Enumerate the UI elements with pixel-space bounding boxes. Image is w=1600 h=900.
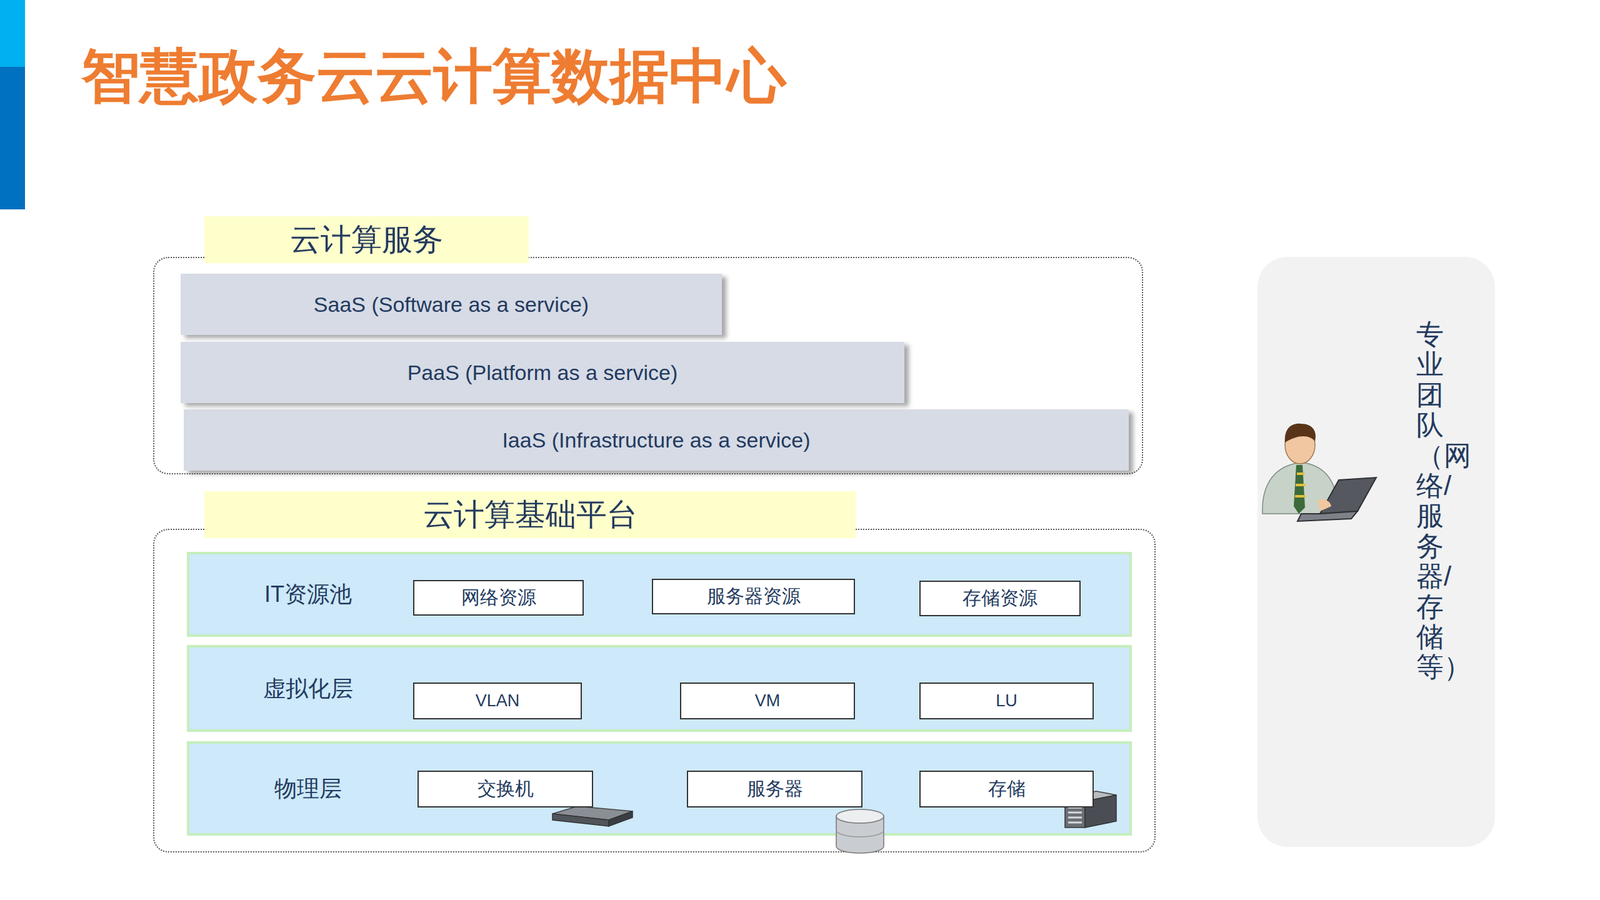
resource-label: 网络资源 (461, 585, 537, 611)
resource-box: LU (919, 682, 1094, 720)
group-frame: 云计算服务SaaS (Software as a service)PaaS (P… (153, 256, 1144, 475)
service-label: IaaS (Infrastructure as a service) (501, 428, 810, 453)
resource-label: VM (755, 691, 781, 711)
resource-box: 服务器 (686, 770, 863, 808)
service-label: PaaS (Platform as a service) (407, 360, 679, 385)
accent-bar (0, 0, 25, 67)
heading-band: 云计算基础平台 (204, 491, 856, 539)
layer-label: 物理层 (214, 773, 402, 804)
resource-box: 交换机 (417, 770, 594, 808)
resource-label: 存储 (988, 776, 1026, 802)
resource-box: 网络资源 (413, 580, 584, 616)
layer-band: 虚拟化层 VLAN VM LU (186, 645, 1132, 732)
person-figure (1262, 423, 1377, 522)
heading-band: 云计算服务 (204, 216, 529, 264)
group-frame: 云计算基础平台IT资源池网络资源服务器资源存储资源虚拟化层VLANVMLU物理层… (153, 528, 1156, 853)
group-heading: 云计算服务 (290, 219, 444, 261)
resource-label: LU (995, 691, 1018, 711)
resource-label: 存储资源 (962, 585, 1038, 612)
group-heading: 云计算基础平台 (423, 494, 638, 536)
layer-label: 虚拟化层 (214, 673, 402, 704)
resource-box: 存储资源 (919, 580, 1081, 617)
server-icon (836, 809, 884, 854)
resource-label: VLAN (475, 691, 520, 711)
service-bar: IaaS (Infrastructure as a service) (183, 409, 1129, 471)
switch-icon (552, 806, 633, 827)
resource-label: 交换机 (477, 776, 534, 802)
team-panel: 专业团队（网络/服务器/存储等） (1257, 256, 1495, 847)
service-bar: PaaS (Platform as a service) (180, 341, 905, 404)
person-icon (1255, 254, 1493, 845)
service-bar: SaaS (Software as a service) (180, 273, 722, 335)
layer-label: IT资源池 (214, 579, 402, 610)
resource-label: 服务器 (746, 776, 804, 802)
page-title: 智慧政务云云计算数据中心 (81, 43, 787, 109)
resource-box: 存储 (919, 770, 1094, 808)
resource-box: VLAN (413, 682, 582, 720)
team-label: 专业团队（网络/服务器/存储等） (1416, 319, 1444, 683)
service-label: SaaS (Software as a service) (313, 292, 589, 317)
accent-bar (0, 66, 25, 210)
resource-label: 服务器资源 (706, 583, 801, 610)
layer-band: IT资源池 网络资源 服务器资源 存储资源 (186, 551, 1132, 637)
resource-box: VM (680, 682, 855, 720)
resource-box: 服务器资源 (651, 578, 855, 615)
layer-band: 物理层 交换机 服务器 存储 (186, 741, 1132, 836)
